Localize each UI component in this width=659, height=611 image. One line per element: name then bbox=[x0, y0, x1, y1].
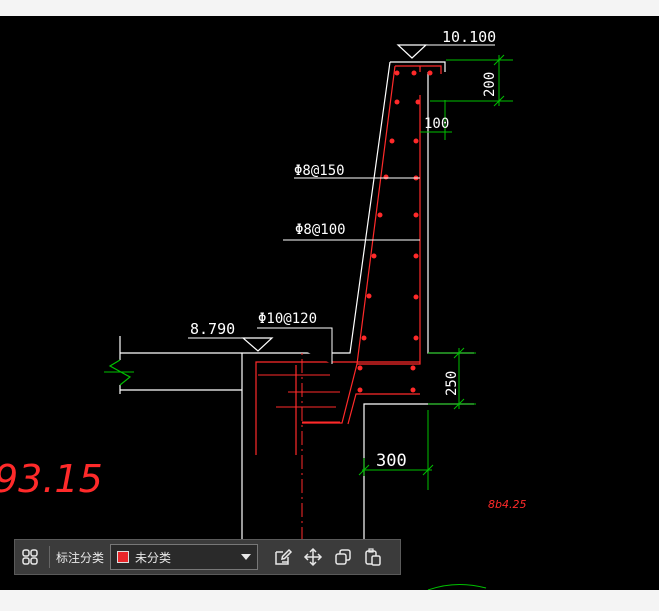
dim-100-label: 100 bbox=[424, 116, 449, 132]
structure-outline bbox=[119, 61, 474, 545]
move-icon[interactable] bbox=[298, 542, 328, 572]
arc-fragment bbox=[427, 584, 487, 590]
rebar-label-1: Φ8@150 bbox=[294, 163, 345, 179]
grid-icon[interactable] bbox=[15, 542, 45, 572]
elevation-marker-top bbox=[396, 44, 495, 59]
elevation-marker-floor bbox=[188, 337, 274, 352]
dimension-lines bbox=[358, 54, 513, 490]
annotation-category-label: 标注分类 bbox=[56, 550, 105, 565]
category-color-swatch bbox=[117, 551, 130, 563]
chevron-down-icon bbox=[241, 554, 252, 560]
dim-250-label: 250 bbox=[444, 371, 460, 396]
dim-300-label: 300 bbox=[376, 451, 407, 471]
leader-line-3 bbox=[257, 327, 333, 364]
edit-icon[interactable] bbox=[268, 542, 298, 572]
handwritten-annotation-left: 93.15 bbox=[0, 457, 103, 501]
rebar-label-2: Φ8@100 bbox=[295, 222, 346, 238]
rebar-lines bbox=[255, 65, 442, 455]
paste-icon[interactable] bbox=[358, 542, 388, 572]
annotation-toolbar: 标注分类 未分类 bbox=[14, 539, 401, 575]
rebar-label-3: Φ10@120 bbox=[258, 311, 317, 327]
dim-200-label: 200 bbox=[482, 72, 498, 97]
cad-drawing: 10.100 8.790 200 100 250 300 Φ8@150 Φ8@1… bbox=[0, 28, 526, 590]
category-dropdown[interactable]: 未分类 bbox=[110, 544, 259, 570]
elevation-floor-label: 8.790 bbox=[190, 320, 235, 338]
cad-canvas[interactable]: 10.100 8.790 200 100 250 300 Φ8@150 Φ8@1… bbox=[0, 16, 659, 590]
category-dropdown-value: 未分类 bbox=[135, 550, 172, 565]
handwritten-annotation-right: 8b4.25 bbox=[488, 498, 526, 511]
toolbar-divider bbox=[49, 546, 50, 568]
elevation-top-label: 10.100 bbox=[442, 28, 496, 46]
rebar-dots bbox=[357, 70, 433, 393]
copy-icon[interactable] bbox=[328, 542, 358, 572]
